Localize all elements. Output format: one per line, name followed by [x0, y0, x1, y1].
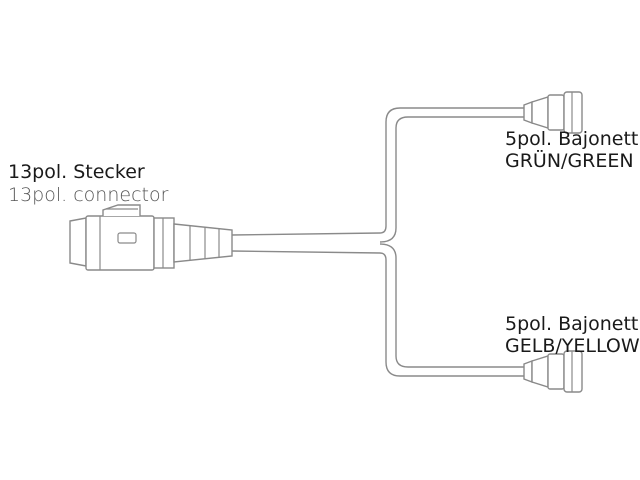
bayonet-yellow-color-de: GELB [505, 335, 556, 357]
branch-lower-outer [379, 252, 524, 377]
plug-latch [102, 204, 141, 216]
plug-window [117, 232, 137, 244]
bayonet-yellow-cap [563, 350, 583, 393]
plug-front-cap [69, 217, 87, 267]
bayonet-yellow-separator: / [555, 335, 562, 357]
connector-13-title-de: 13pol. Stecker [8, 161, 145, 183]
cable [231, 107, 524, 377]
bayonet-yellow-title: 5pol. Bajonett [505, 313, 639, 335]
connector-13-title-en: 13pol. connector [8, 184, 169, 206]
bayonet-yellow-cone [531, 355, 549, 388]
bayonet-green-body [547, 94, 565, 131]
plug-collar [153, 217, 175, 269]
bayonet-connector-green [523, 91, 583, 134]
bayonet-green-separator: / [561, 150, 568, 172]
bayonet-green-neck [523, 100, 533, 125]
bayonet-green-title: 5pol. Bajonett [505, 128, 639, 150]
bayonet-connector-yellow [523, 350, 583, 393]
bayonet-green-color-de: GRÜN [505, 150, 562, 172]
bayonet-yellow-body [547, 353, 565, 390]
bayonet-yellow-color-en: YELLOW [561, 335, 640, 357]
bayonet-green-cap [563, 91, 583, 134]
bayonet-green-cone [531, 96, 549, 129]
bayonet-yellow-neck [523, 359, 533, 384]
bayonet-green-color-en: GREEN [567, 150, 634, 172]
cable-upper [231, 232, 381, 236]
plug-13pin [69, 204, 233, 271]
bayonet-green-color: GRÜN/GREEN [505, 152, 634, 171]
branch-upper-outer [379, 107, 524, 234]
cable-lower [231, 250, 381, 254]
plug-strain-relief [173, 223, 233, 263]
branch-upper-inner [379, 116, 524, 243]
branch-lower-inner [379, 243, 524, 368]
bayonet-yellow-color: GELB/YELLOW [505, 337, 640, 356]
